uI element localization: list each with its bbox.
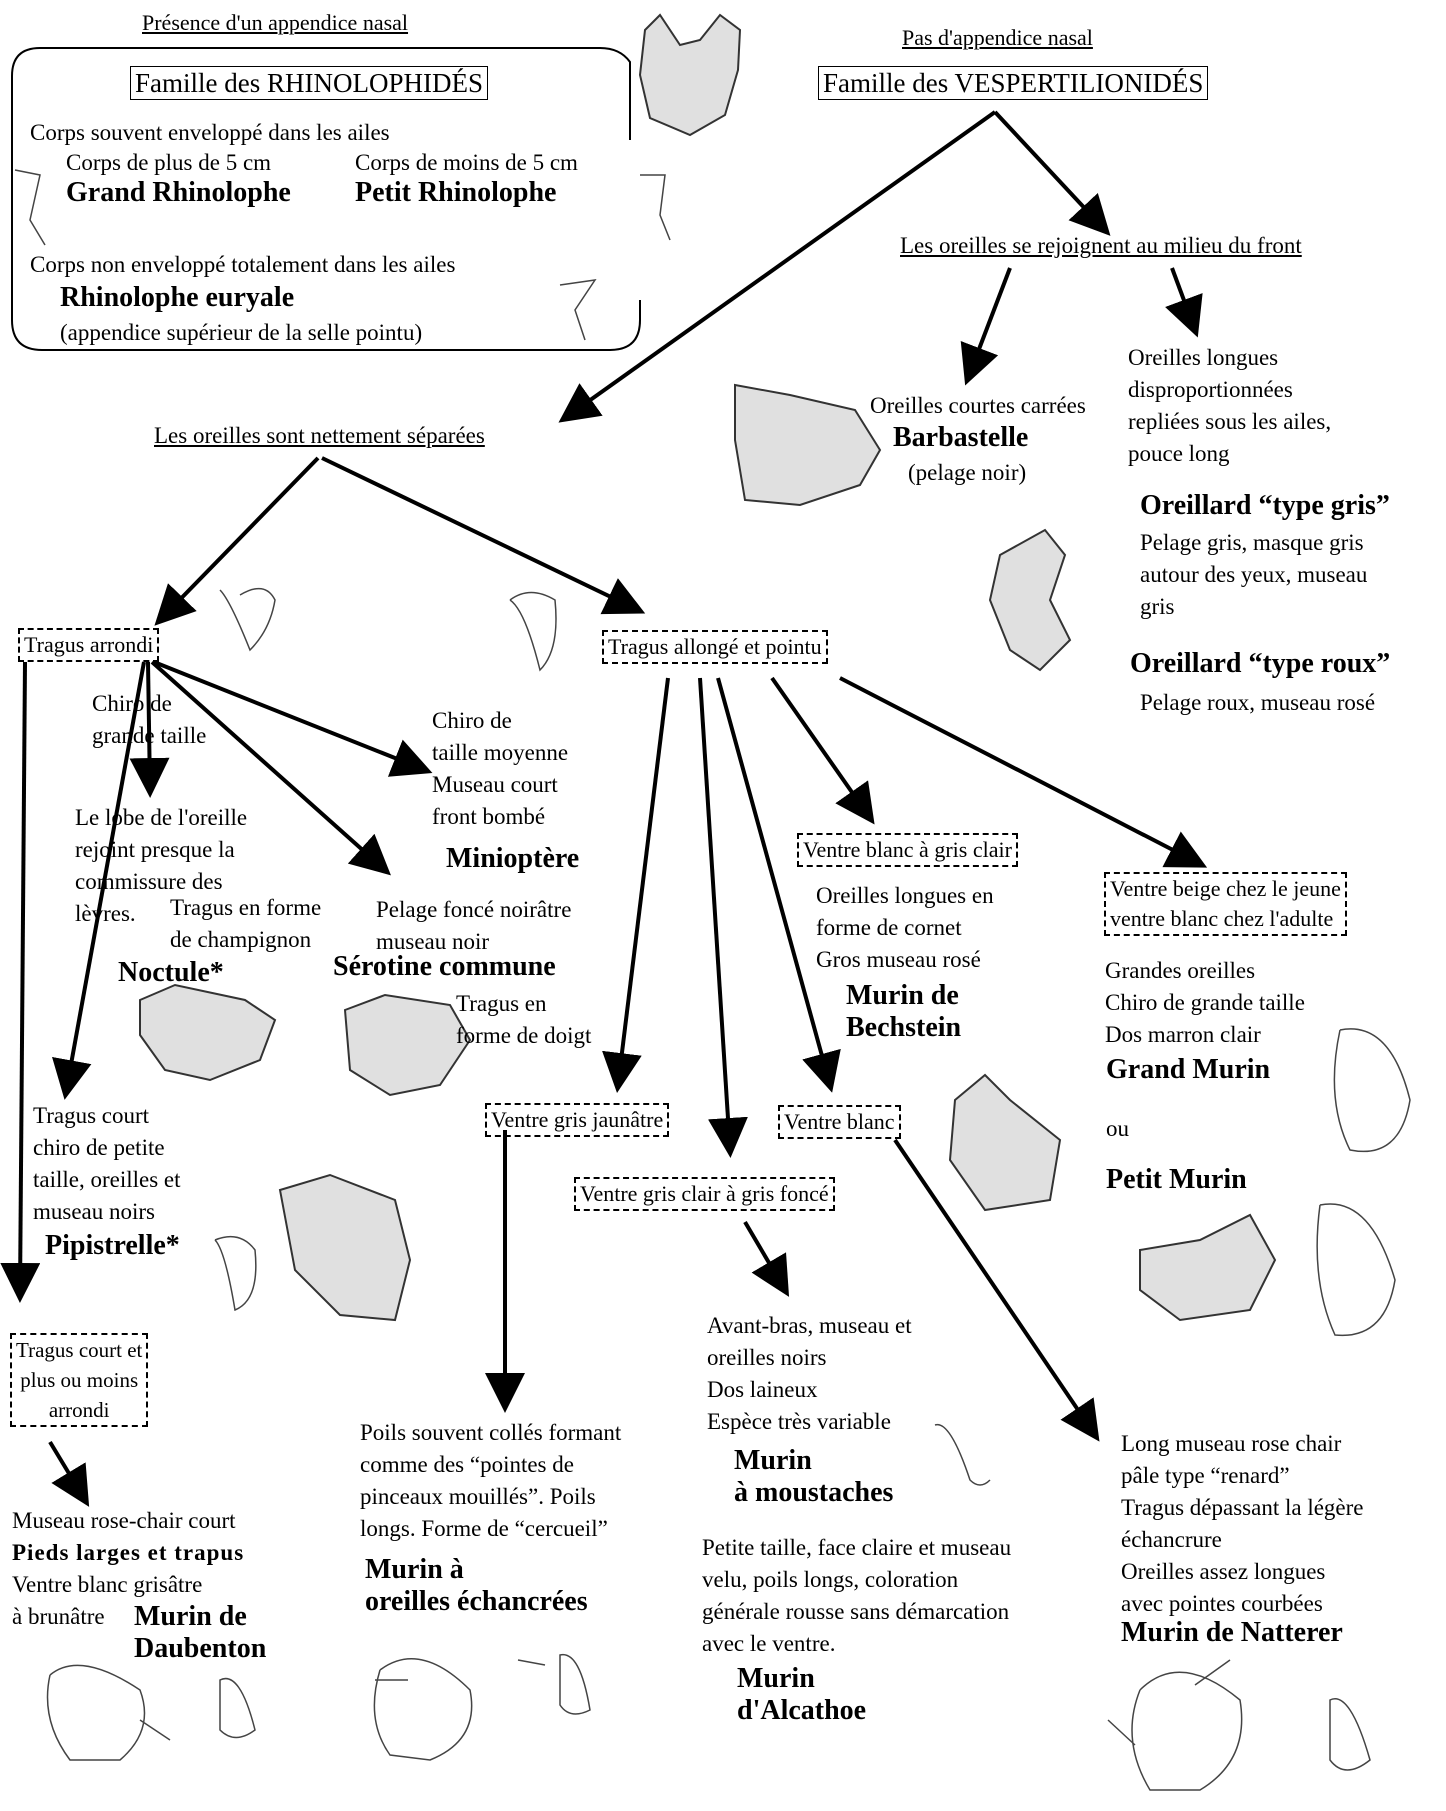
murin-moustaches: Murin à moustaches: [734, 1445, 894, 1508]
arrow-to-pointu: [321, 456, 646, 615]
arrow-arrondi-daubenton-tragus: [0, 661, 41, 1303]
ou-text: ou: [1106, 1116, 1129, 1141]
serotine-desc: Pelage foncé noirâtre museau noir: [376, 897, 572, 954]
arrow-to-oreillard: [1165, 267, 1203, 338]
echancrees-desc: Poils souvent collés formant comme des “…: [360, 1420, 622, 1541]
natterer-desc: Long museau rose chair pâle type “renard…: [1121, 1431, 1364, 1616]
arrow-arrondi-noctule: [129, 661, 170, 798]
doigt-desc: Tragus en forme de doigt: [456, 991, 592, 1048]
arrow-arrondi-minioptere: [153, 660, 433, 777]
arrow-pointu-blancgris: [770, 676, 875, 825]
barbastelle-note: (pelage noir): [908, 460, 1027, 485]
rhino-family-box: Famille des RHINOLOPHIDÉS: [130, 66, 488, 100]
alcathoe-desc: Petite taille, face claire et museau vel…: [702, 1535, 1012, 1656]
arrow-to-joined: [993, 110, 1111, 236]
murin-daubenton: Murin de Daubenton: [134, 1601, 267, 1664]
tragus-court-arrondi-box: Tragus court et plus ou moins arrondi: [10, 1333, 149, 1427]
ventre-grisclair-box: Ventre gris clair à gris foncé: [574, 1177, 835, 1211]
grande-taille: Chiro de grande taille: [92, 691, 207, 748]
arrow-pointu-blanc: [716, 677, 841, 1093]
serotine-commune: Sérotine commune: [333, 951, 556, 982]
grand-murin-desc: Grandes oreilles Chiro de grande taille …: [1105, 958, 1305, 1047]
arrow-arrondi-pipistrelle: [52, 661, 146, 1100]
oreillard-gris: Oreillard “type gris”: [1140, 490, 1390, 521]
arrow-arrondi-serotine: [150, 660, 391, 876]
arrow-to-arrondi: [154, 456, 320, 626]
oreillard-gris-desc: Pelage gris, masque gris autour des yeux…: [1140, 530, 1368, 619]
daubenton-belly: Ventre blanc grisâtre à brunâtre: [12, 1572, 203, 1629]
petit-rhinolophe: Petit Rhinolophe: [355, 177, 557, 208]
murin-bechstein: Murin de Bechstein: [846, 980, 962, 1043]
bat-ear-sketch: [14, 169, 1411, 1791]
rhino-enveloped: Corps souvent enveloppé dans les ailes: [30, 120, 390, 145]
bechstein-desc: Oreilles longues en forme de cornet Gros…: [816, 883, 994, 972]
tragus-arrondi-box: Tragus arrondi: [18, 628, 160, 662]
barbastelle: Barbastelle: [893, 422, 1029, 453]
rhino-not-enveloped: Corps non enveloppé totalement dans les …: [30, 252, 456, 277]
oreillard-roux-desc: Pelage roux, museau rosé: [1140, 690, 1376, 715]
short-ears: Oreilles courtes carrées: [870, 393, 1086, 418]
daubenton-feet: Pieds larges et trapus: [12, 1540, 245, 1565]
murin-alcathoe: Murin d'Alcathoe: [737, 1663, 867, 1726]
arrow-to-daubenton: [48, 1440, 90, 1507]
ventre-beige-box: Ventre beige chez le jeune ventre blanc …: [1104, 872, 1347, 936]
ventre-blanc-gris-box: Ventre blanc à gris clair: [797, 833, 1018, 867]
euryale-note: (appendice supérieur de la selle pointu): [60, 320, 423, 345]
arrow-to-barbastelle: [960, 267, 1012, 386]
pipistrelle: Pipistrelle*: [45, 1230, 180, 1261]
daubenton-desc: Museau rose-chair court: [12, 1508, 236, 1533]
ears-separated: Les oreilles sont nettement séparées: [154, 423, 485, 448]
pipistrelle-desc: Tragus court chiro de petite taille, ore…: [33, 1103, 181, 1224]
grand-murin: Grand Murin: [1106, 1054, 1271, 1085]
arrow-to-natterer: [893, 1138, 1100, 1442]
rhino-over5: Corps de plus de 5 cm: [66, 150, 272, 175]
arrow-pointu-jaunatre: [602, 677, 670, 1093]
rhinolophe-euryale: Rhinolophe euryale: [60, 282, 295, 313]
minioptere: Minioptère: [446, 843, 580, 874]
noctule: Noctule*: [118, 957, 224, 988]
ears-joined: Les oreilles se rejoignent au milieu du …: [900, 233, 1302, 258]
arrow-pointu-beige: [839, 676, 1208, 868]
ear-lobe-desc: Le lobe de l'oreille rejoint presque la …: [75, 805, 248, 926]
minioptere-desc: Chiro de taille moyenne Museau court fro…: [432, 708, 569, 829]
murin-echancrees: Murin à oreilles échancrées: [365, 1554, 588, 1617]
rhino-header: Présence d'un appendice nasal: [142, 10, 409, 35]
murin-natterer: Murin de Natterer: [1121, 1617, 1343, 1648]
vesper-family-box: Famille des VESPERTILIONIDÉS: [818, 66, 1209, 100]
bat-face-drawing: [139, 13, 1277, 1322]
vesper-header: Pas d'appendice nasal: [902, 25, 1093, 50]
rhino-bracket: [11, 47, 641, 351]
long-ears: Oreilles longues disproportionnées repli…: [1128, 345, 1332, 466]
grand-rhinolophe: Grand Rhinolophe: [66, 177, 291, 208]
oreillard-roux: Oreillard “type roux”: [1130, 648, 1391, 679]
arrow-pointu-grisclair: [698, 677, 748, 1158]
ventre-jaunatre-box: Ventre gris jaunâtre: [485, 1103, 670, 1137]
ventre-blanc-box: Ventre blanc: [778, 1105, 901, 1139]
arrow-to-separated: [558, 110, 997, 423]
tragus-pointu-box: Tragus allongé et pointu: [602, 630, 828, 664]
moustaches-desc: Avant-bras, museau et oreilles noirs Dos…: [707, 1313, 912, 1434]
petit-murin: Petit Murin: [1106, 1164, 1247, 1195]
arrow-to-moustaches: [743, 1220, 790, 1297]
rhino-under5: Corps de moins de 5 cm: [355, 150, 578, 175]
champignon-desc: Tragus en forme de champignon: [170, 895, 322, 952]
